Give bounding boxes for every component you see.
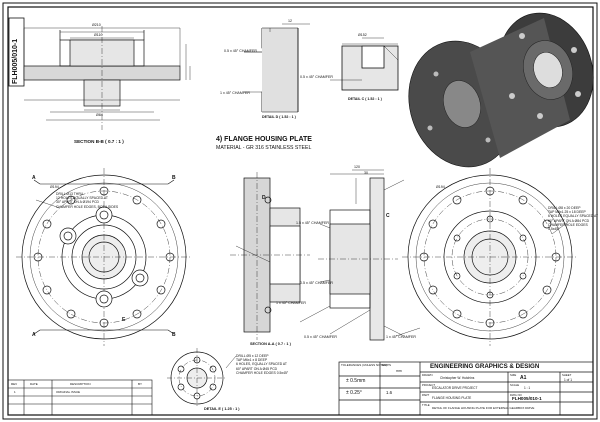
hole-note-detail: DRILL Ø5 x 12 DEEP TAP M6x1 x 8 DEEP 6 H… (236, 354, 289, 375)
size-value: A1 (520, 375, 527, 381)
units-value: mm (396, 369, 402, 373)
dim-right-circle: Ø194 (436, 185, 445, 189)
cutting-plane-a-bottom: A (32, 332, 36, 338)
rev-entry-desc: ORIGINAL ISSUE (56, 390, 81, 394)
dim-top-overall: Ø210 (92, 23, 101, 27)
revision-table-frame (7, 379, 153, 416)
drawing-material: MATERIAL - GR 316 STAINLESS STEEL (216, 145, 312, 151)
scale-label: SCALE (510, 383, 520, 387)
cutting-plane-b-top: B (172, 175, 176, 181)
section-aa-label: SECTION A-A ( 0.7 : 1 ) (250, 342, 291, 346)
dim-len-30: 30 (364, 171, 368, 175)
rev-col-header: REV (11, 382, 18, 386)
drawing-title: 4) FLANGE HOUSING PLATE (216, 136, 312, 143)
section-aa-view (230, 172, 310, 340)
detail-d-view (244, 23, 310, 113)
dim-len-12: 12 (288, 19, 292, 23)
side-view (318, 169, 405, 341)
callout-chamfer-d-top: 0.5 x 45° CHAMFER (224, 49, 257, 53)
part-label: PART (422, 393, 430, 397)
callout-chamfer-side-bottom: 0.5 x 45° CHAMFER (304, 335, 337, 339)
surface-finish: 1.6 (386, 390, 393, 395)
inner-border (7, 6, 594, 416)
dwg-no-label: DWG NO (510, 393, 522, 397)
leader-lines (35, 51, 569, 369)
callout-chamfer-d-bottom: 1 x 45° CHAMFER (220, 91, 250, 95)
front-view-left (16, 168, 192, 346)
section-bb-view (23, 26, 191, 130)
detail-c-marker: C (386, 213, 390, 219)
callout-chamfer-side-right: 1 x 45° CHAMFER (386, 335, 416, 339)
detail-e-view (167, 348, 227, 408)
dim-top-hub: Ø110 (94, 33, 103, 37)
callout-chamfer-c: 0.5 x 45° CHAMFER (300, 75, 333, 79)
cutting-plane-a-top: A (32, 175, 36, 181)
detail-e-marker: E (122, 317, 126, 323)
callout-chamfer-side-mid: 0.5 x 45° CHAMFER (300, 281, 333, 285)
section-bb-label: SECTION B-B ( 0.7 : 1 ) (74, 139, 124, 144)
tolerance-label: TOLERANCES (UNLESS NOTED) (341, 363, 388, 367)
title-block-frame (338, 361, 594, 416)
rev-entry-rev: 1 (14, 390, 16, 394)
project-name: ESCALATOR DRIVE PROJECT (432, 386, 478, 390)
angular-tolerance: ± 0.25° (346, 390, 362, 396)
dim-c-152: Ø152 (358, 33, 367, 37)
drawn-label: DRAWN (422, 373, 433, 377)
scale-value: 1 : 1 (524, 386, 531, 390)
detail-e-label: DETAIL E ( 1.25 : 1 ) (204, 407, 240, 411)
project-label: PROJECT (422, 383, 436, 387)
dim-top-bore: Ø84 (96, 113, 103, 117)
hole-note-right: DRILL Ø8 x 20 DEEP TAP M8x1.25 x 18 DEEP… (548, 206, 599, 232)
isometric-render (408, 12, 594, 168)
hole-note-left: DRILL Ø13 THRU 12 HOLES EQUALLY SPACED A… (56, 192, 119, 209)
detail-c-view (341, 37, 399, 91)
linear-tolerance: ± 0.5mm (346, 378, 366, 384)
part-name: FLANGE HOUSING PLATE (432, 396, 472, 400)
company-name: ENGINEERING GRAPHICS & DESIGN (430, 363, 540, 370)
callout-chamfer-aa: 1 x 45° CHAMFER (276, 301, 306, 305)
desc-col-header: DESCRIPTION (70, 382, 91, 386)
dim-left-circle: Ø194 (50, 185, 59, 189)
size-label: SIZE (510, 373, 517, 377)
drawn-by: Christopher W. Hutchins (440, 376, 475, 380)
units-label: UNITS (382, 363, 391, 367)
date-col-header: DATE (30, 382, 38, 386)
dim-len-120: 120 (354, 165, 360, 169)
dwg-no-value: FLH005/010-1 (512, 396, 542, 401)
detail-c-label: DETAIL C ( 1.52 : 1 ) (348, 97, 382, 101)
by-col-header: BY (138, 382, 143, 386)
detail-d-label: DETAIL D ( 1.52 : 1 ) (262, 115, 296, 119)
dwg-title: DETAIL OF FLANGE HOUSING PLATE FOR EXTER… (432, 406, 535, 410)
drawing-number-vertical: FLH005/010-1 (12, 38, 19, 84)
rear-view-right (402, 168, 578, 346)
sheet-value: 1 of 1 (564, 378, 572, 382)
callout-chamfer-side-top: 1.5 x 45° CHAMFER (296, 221, 329, 225)
title-label: TITLE (422, 403, 430, 407)
detail-d-marker: D (262, 195, 266, 201)
sheet-label: SHEET (562, 373, 572, 377)
cutting-plane-b-bottom: B (172, 332, 176, 338)
